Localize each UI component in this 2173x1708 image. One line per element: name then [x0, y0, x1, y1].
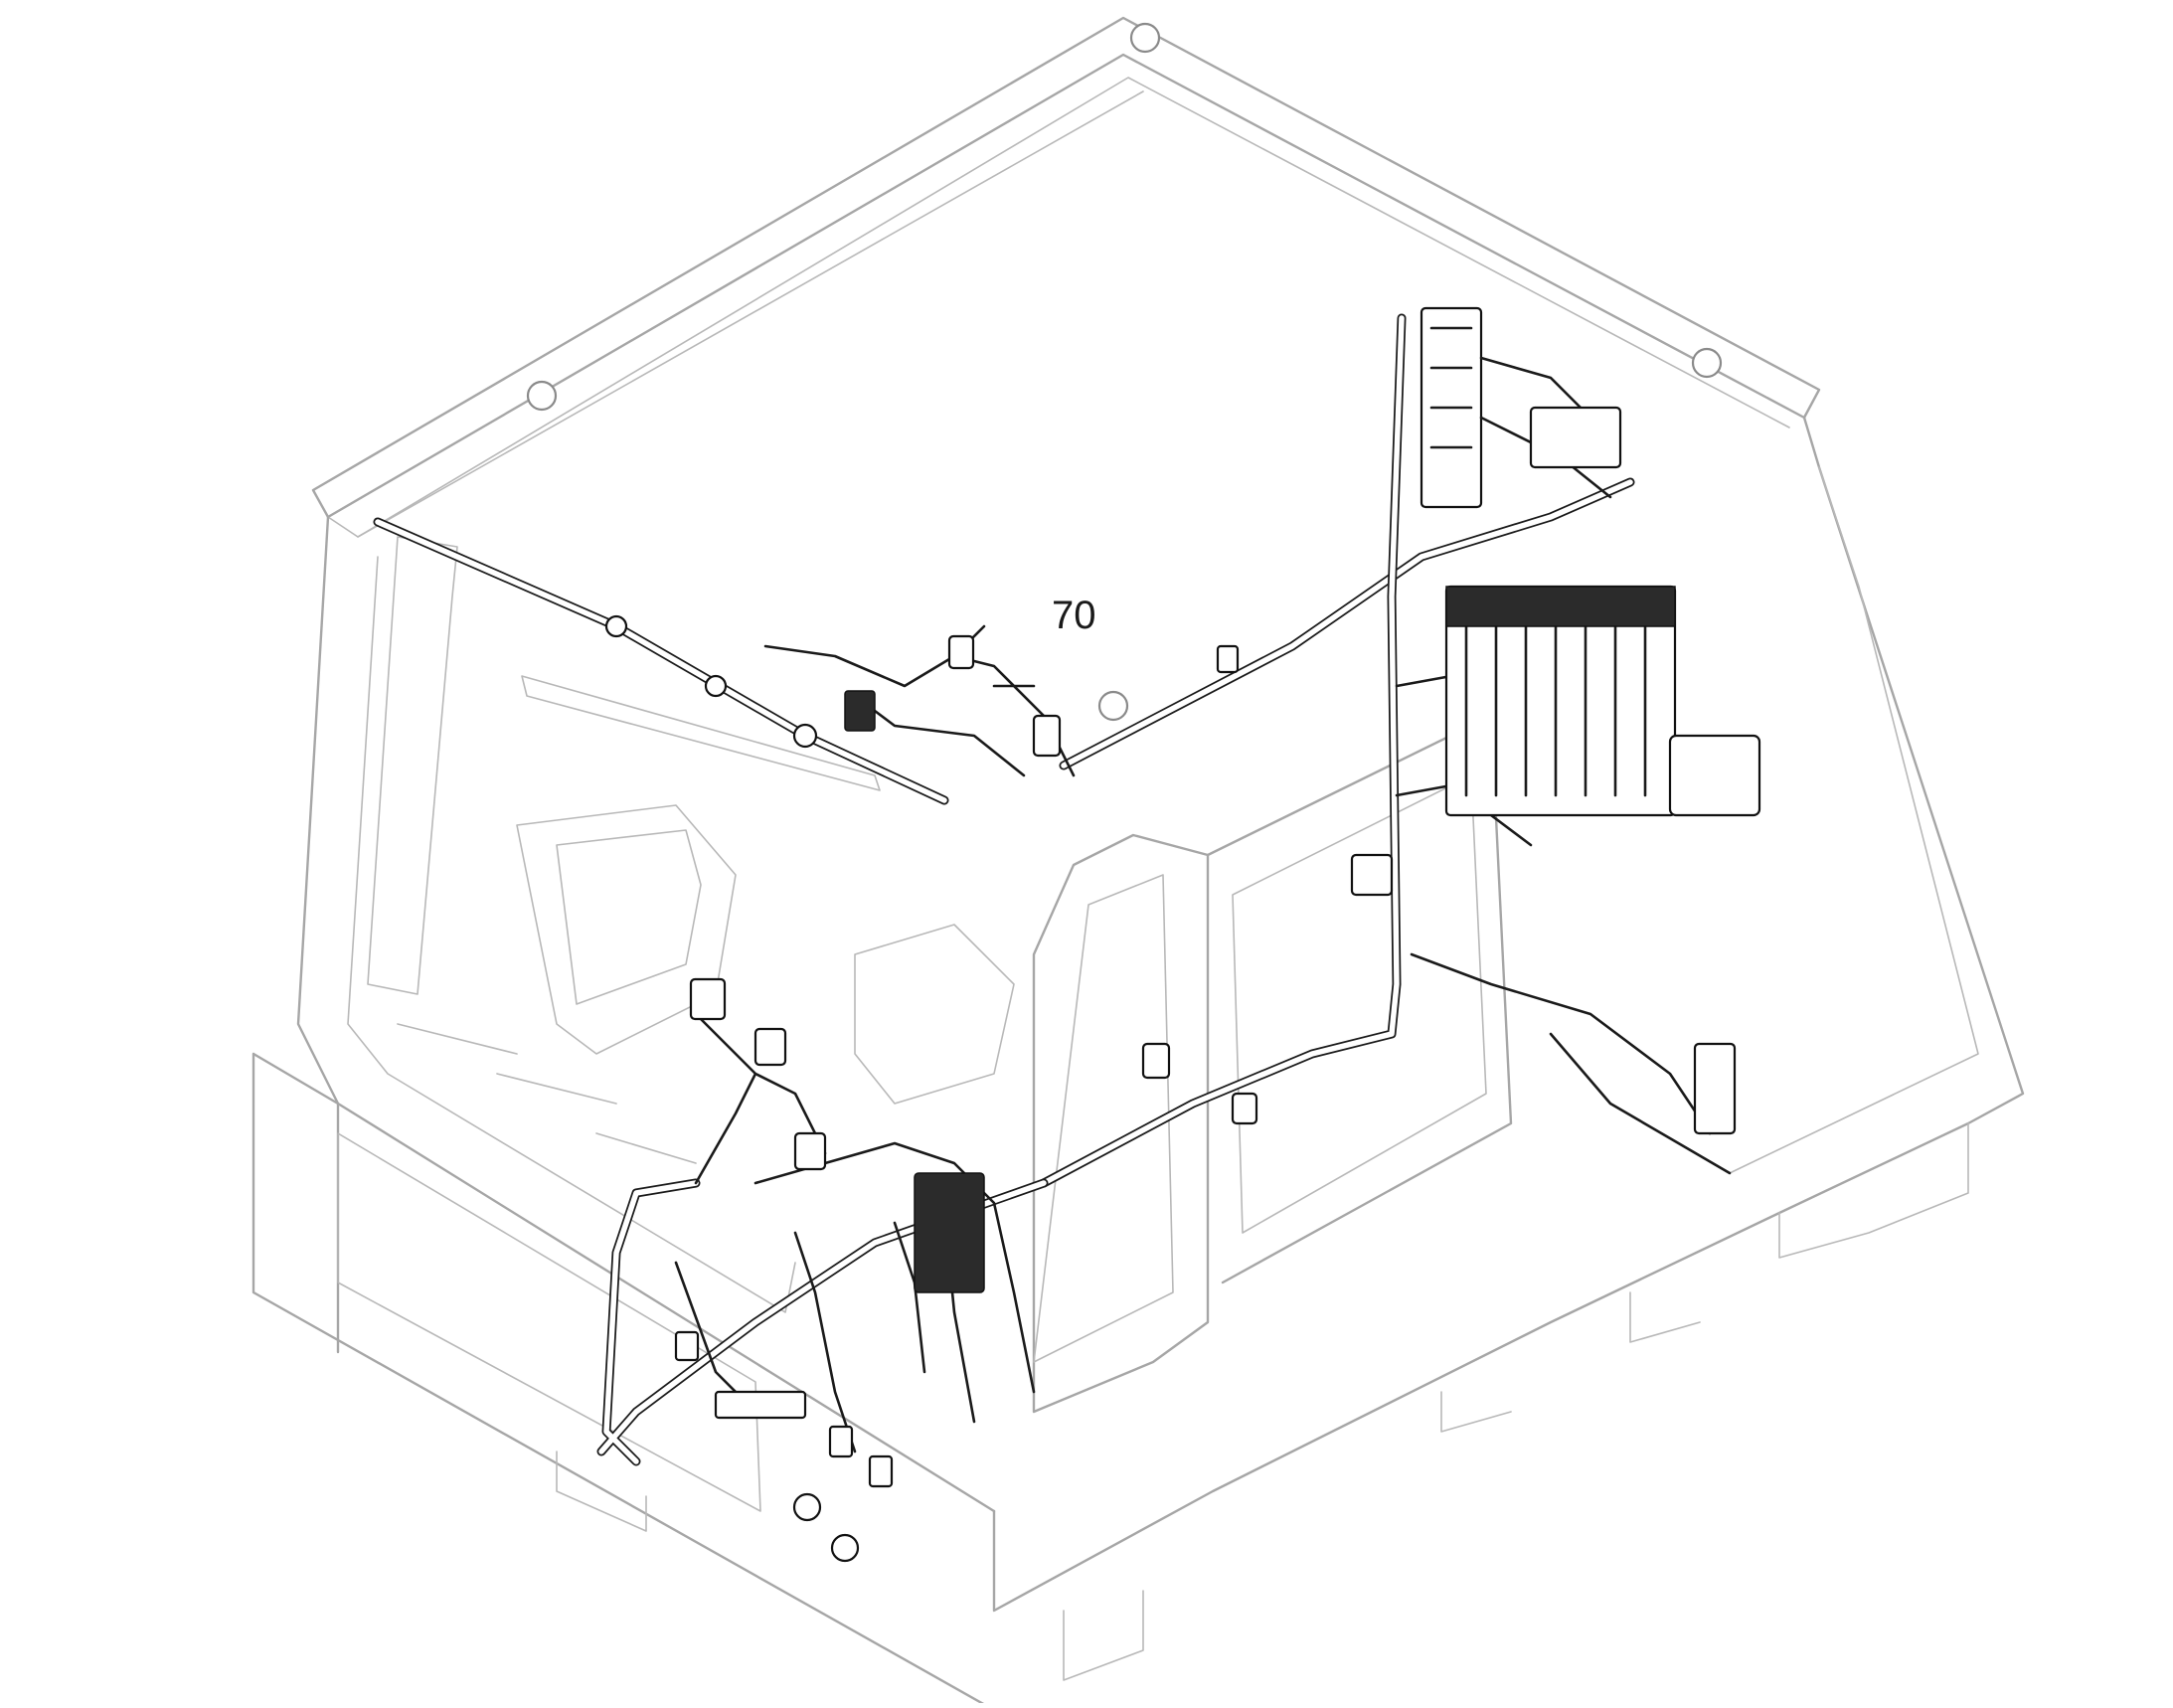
- connector-roof-6: [1216, 644, 1240, 674]
- lifting-eye-right: [1691, 347, 1723, 379]
- lifting-eye-rear: [1129, 22, 1161, 54]
- connector-panel-3: [868, 1454, 894, 1488]
- cab-roof-edge: [327, 77, 1790, 538]
- cab-rear-base: [1440, 1122, 1969, 1433]
- cab-floor-lines: [397, 1023, 697, 1164]
- lifting-eye-center: [1097, 690, 1129, 722]
- connector-block-roof: [844, 690, 876, 732]
- connector-console-2: [753, 1027, 787, 1067]
- connector-door-1: [1141, 1042, 1171, 1080]
- connector-roof-3: [792, 723, 818, 749]
- cab-seat: [854, 924, 1015, 1105]
- lifting-eye-front-left: [526, 380, 558, 412]
- connector-door-2: [1231, 1092, 1258, 1125]
- harness-roof-run: [373, 477, 1635, 805]
- cab-side-door-inner: [1232, 774, 1487, 1234]
- cab-windshield-frame: [367, 536, 458, 995]
- cab-side-door: [1206, 714, 1513, 1284]
- connector-roof-2: [704, 674, 728, 698]
- connector-roof-1: [604, 614, 628, 638]
- callout-label-70: 70: [1052, 594, 1096, 637]
- connector-strip-panel: [714, 1390, 807, 1420]
- cab-lower-body: [251, 1052, 993, 1708]
- connector-panel-round-2: [830, 1533, 860, 1563]
- cab-front-base: [556, 1451, 1144, 1681]
- connector-panel-1: [674, 1330, 700, 1362]
- connector-block-center: [914, 1172, 985, 1293]
- connector-right-low: [1693, 1042, 1737, 1135]
- wiring-harness: [373, 306, 1761, 1563]
- cab-front-window: [347, 556, 796, 1313]
- connector-roof-5: [1032, 714, 1062, 758]
- cab-door-frame: [1032, 833, 1210, 1414]
- fuse-panel-bracket: [1668, 734, 1761, 817]
- fuse-panel-top-bar: [1445, 586, 1676, 627]
- connector-panel-2: [828, 1425, 854, 1458]
- cab-structure: [251, 16, 2025, 1708]
- connector-console-3: [793, 1131, 827, 1171]
- cab-wiper-arm: [521, 675, 881, 791]
- harness-upper-branch: [763, 624, 1076, 777]
- cab-right-side-inner: [1729, 466, 1979, 1174]
- connector-right-mid: [1350, 853, 1394, 897]
- cab-front-pillar: [296, 515, 996, 1513]
- fuse-panel-detail: [1464, 604, 1647, 797]
- connector-cluster-upper: [1529, 406, 1622, 469]
- cab-door-window: [1033, 874, 1174, 1363]
- connector-panel-round-1: [792, 1492, 822, 1522]
- connector-roof-4: [947, 634, 975, 670]
- cab-roof-rail: [357, 90, 1144, 538]
- connector-console-1: [689, 977, 727, 1021]
